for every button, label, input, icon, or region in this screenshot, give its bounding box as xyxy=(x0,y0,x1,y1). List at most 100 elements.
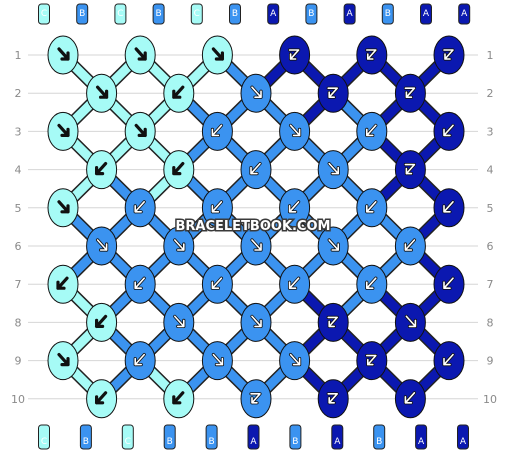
knot-arrow-icon xyxy=(251,239,262,251)
row-number-right: 8 xyxy=(487,316,494,329)
thread-bottom-tail xyxy=(247,424,260,450)
thread-top-tail xyxy=(343,3,356,25)
thread-bottom-letter: A xyxy=(334,437,341,447)
knot-arrow-icon xyxy=(251,315,262,328)
knot-arrow-icon xyxy=(443,201,454,213)
knot xyxy=(240,379,272,419)
thread-bottom-letter: B xyxy=(209,437,215,447)
thread-top-tail xyxy=(305,3,318,25)
knot xyxy=(163,302,195,342)
knot xyxy=(163,73,195,113)
thread-top-letter: A xyxy=(347,9,354,19)
thread-bottom-letter: A xyxy=(418,437,425,447)
thread-top-letter: A xyxy=(270,9,277,19)
knot xyxy=(394,73,426,113)
knot-arrow-icon xyxy=(365,277,377,290)
knot-arrow-icon xyxy=(365,354,377,366)
thread-top-tail xyxy=(114,3,127,25)
thread-top-letter: B xyxy=(308,9,314,19)
knot xyxy=(356,341,388,381)
knot xyxy=(317,302,349,342)
thread-bottom-letter: B xyxy=(376,437,382,447)
knot-grid xyxy=(47,35,465,419)
row-number-right: 4 xyxy=(487,164,494,177)
knot xyxy=(47,35,79,75)
knot-arrow-icon xyxy=(173,391,184,404)
knot-arrow-icon xyxy=(96,239,108,251)
thread-bottom-tail xyxy=(121,424,134,450)
knot xyxy=(47,341,79,381)
knot-arrow-icon xyxy=(443,124,454,137)
knot xyxy=(317,73,349,113)
thread-top-letter: C xyxy=(194,9,200,19)
knot xyxy=(433,341,465,381)
knot-arrow-icon xyxy=(135,48,146,60)
knot xyxy=(317,150,349,190)
thread-top-tail xyxy=(229,3,241,25)
knot xyxy=(356,264,388,304)
row-number-right: 10 xyxy=(483,393,497,406)
thread-top-tail xyxy=(38,3,50,25)
knot xyxy=(201,111,233,151)
knot xyxy=(86,379,118,419)
knot xyxy=(201,188,233,228)
knot-arrow-icon xyxy=(250,162,261,175)
knot-arrow-icon xyxy=(95,315,107,328)
row-number-right: 3 xyxy=(487,125,494,138)
thread-top-letter: C xyxy=(41,9,47,19)
thread-bottom-tail xyxy=(415,424,428,450)
knot xyxy=(240,150,272,190)
knot xyxy=(433,111,465,151)
knot xyxy=(124,35,156,75)
knot xyxy=(47,188,79,228)
knot xyxy=(433,264,465,304)
thread-bottom-tail xyxy=(289,424,302,450)
thread-bottom-tail xyxy=(331,424,344,450)
thread-bottom-letter: A xyxy=(460,437,467,447)
knot xyxy=(163,379,195,419)
thread-top-tail xyxy=(267,3,280,25)
knot-arrow-icon xyxy=(134,201,145,213)
knot-arrow-icon xyxy=(327,392,339,404)
knot xyxy=(86,226,118,266)
knot-arrow-icon xyxy=(365,201,377,213)
thread-bottom-letter: B xyxy=(83,437,89,447)
knot xyxy=(124,111,156,151)
knot-arrow-icon xyxy=(95,162,107,175)
knot-arrow-icon xyxy=(212,48,224,60)
knot xyxy=(279,188,311,228)
knot-arrow-icon xyxy=(405,315,417,328)
knot xyxy=(47,264,79,304)
row-number-left: 4 xyxy=(15,164,22,177)
knot-arrow-icon xyxy=(250,392,261,404)
knot-arrow-icon xyxy=(443,49,454,60)
knot-arrow-icon xyxy=(57,277,68,290)
knot xyxy=(394,226,426,266)
knot xyxy=(394,379,426,419)
knot xyxy=(279,341,311,381)
knot-arrow-icon xyxy=(211,277,223,290)
knot-arrow-icon xyxy=(174,315,185,328)
knot-arrow-icon xyxy=(404,391,416,404)
thread-bottom-tail xyxy=(79,424,92,450)
knot-arrow-icon xyxy=(328,162,340,175)
knot-arrow-icon xyxy=(288,277,300,290)
knot xyxy=(356,35,388,75)
thread-top-tail xyxy=(76,3,89,25)
knot-arrow-icon xyxy=(173,162,184,175)
knot xyxy=(394,150,426,190)
knot-arrow-icon xyxy=(365,49,377,60)
knot xyxy=(433,35,465,75)
thread-bottom-tail xyxy=(205,424,218,450)
knot-arrow-icon xyxy=(211,124,223,137)
knot xyxy=(201,341,233,381)
thread-top-letter: B xyxy=(385,9,391,19)
knot xyxy=(279,35,311,75)
thread-bottom-tail xyxy=(373,424,386,450)
row-number-left: 5 xyxy=(15,202,22,215)
thread-top-tail xyxy=(381,3,394,25)
row-number-right: 9 xyxy=(487,355,494,368)
thread-top-tail xyxy=(190,3,203,25)
